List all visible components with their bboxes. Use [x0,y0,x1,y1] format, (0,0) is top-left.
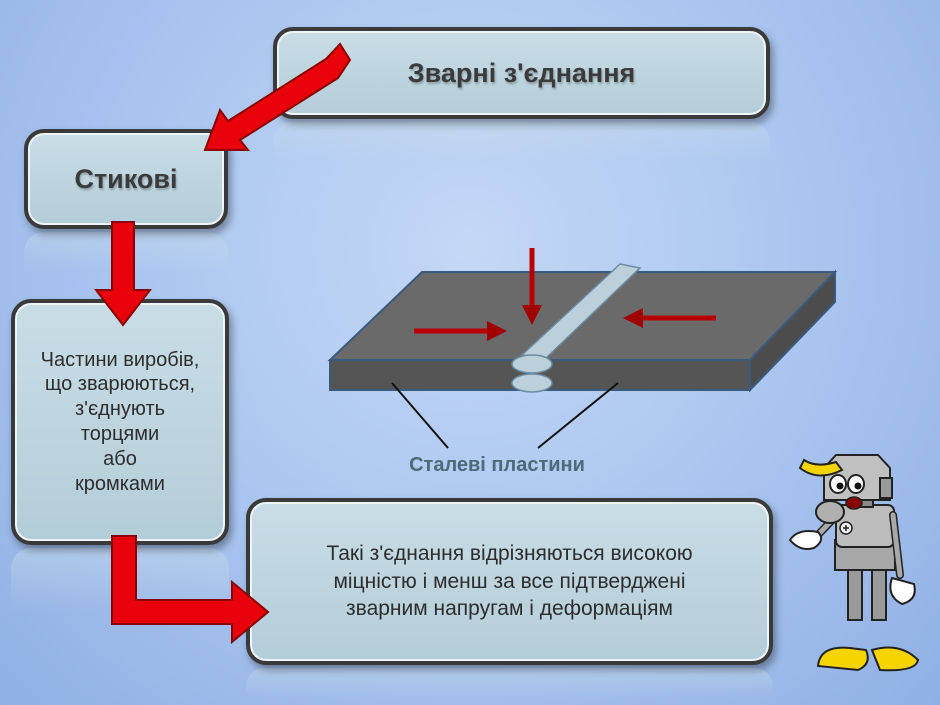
result-box-reflection [246,668,773,705]
butt-joint-label: Стикові [74,163,178,194]
arrow-title-to-butt [203,42,352,151]
description-text: Частини виробів, що зварюються, з'єднуют… [40,348,200,495]
result-box: Такі з'єднання відрізняються високою міц… [246,498,773,665]
steel-plates-label: Сталеві пластини [409,454,585,476]
title-box: Зварні з'єднання [273,27,770,119]
arrow-description-to-result [111,535,270,645]
plate-right-face [749,269,836,393]
steel-plates-illustration [327,248,838,449]
robot-mascot-icon [788,454,920,672]
label-pointer-right [537,382,619,449]
weld-bead-top [511,354,553,374]
arrow-butt-to-description [93,221,153,327]
label-pointer-left [391,382,449,449]
title-box-reflection [273,122,770,172]
result-text: Такі з'єднання відрізняються високою міц… [326,541,693,621]
weld-bead-bottom [511,373,553,393]
diagram-title: Зварні з'єднання [407,57,636,88]
